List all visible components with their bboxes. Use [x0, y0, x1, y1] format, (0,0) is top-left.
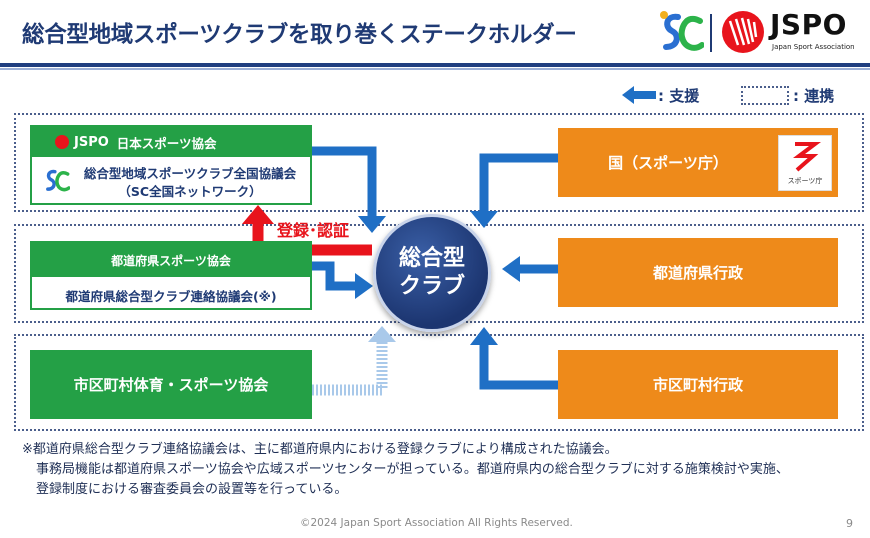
- sc-logo-icon: [660, 11, 704, 51]
- header-rule: [0, 63, 870, 67]
- legend-support-label: : 支援: [658, 87, 700, 105]
- pref-sports-block: 都道府県スポーツ協会 都道府県総合型クラブ連絡協議会(※): [30, 241, 312, 310]
- legend-collab-label: : 連携: [793, 87, 835, 105]
- arrow-jspo-to-club: [312, 146, 377, 218]
- page-title: 総合型地域スポーツクラブを取り巻くステークホルダー: [22, 22, 577, 48]
- jspo-logo-subtitle: Japan Sport Association: [772, 43, 855, 51]
- national-govt-label: 国（スポーツ庁）: [608, 154, 728, 172]
- footnote-line1: ※都道府県総合型クラブ連絡協議会は、主に都道府県内における登録クラブにより構成さ…: [22, 442, 618, 457]
- jspo-small-mark-icon: [55, 135, 69, 149]
- arrowhead-pref: [355, 273, 373, 299]
- club-circle: 総合型 クラブ: [373, 214, 491, 332]
- arrowhead-national: [470, 211, 498, 228]
- club-label-line2: クラブ: [398, 274, 465, 299]
- prefectural-admin-box: 都道府県行政: [558, 238, 838, 307]
- pref-club-council: 都道府県総合型クラブ連絡協議会(※): [65, 289, 277, 304]
- arrowhead-municipaladmin: [470, 327, 498, 345]
- page-number: 9: [846, 517, 853, 530]
- collab-row-municipal: [14, 334, 864, 431]
- arrow-pref-to-club: [312, 261, 357, 291]
- registration-arrowhead: [242, 205, 274, 224]
- arrowhead-municipal: [368, 326, 396, 342]
- collab-row-national: [14, 113, 864, 212]
- header-rule-light: [0, 68, 870, 70]
- municipal-sports-association: 市区町村体育・スポーツ協会: [30, 350, 312, 419]
- arrowhead-prefadmin: [502, 256, 520, 282]
- header-divider: [710, 14, 712, 52]
- arrow-national-to-club: [479, 153, 558, 213]
- jspo-block: JSPO 日本スポーツ協会 総合型地域スポーツクラブ全国協議会 （SC全国ネット…: [30, 125, 312, 205]
- jspo-mark-icon: [722, 11, 764, 53]
- municipal-admin-box: 市区町村行政: [558, 350, 838, 419]
- arrowhead-jspo: [358, 216, 386, 233]
- jspo-logo-text: JSPO: [770, 8, 847, 41]
- sc-national-network: （SC全国ネットワーク）: [118, 184, 262, 199]
- sc-small-logo-icon: [46, 169, 70, 192]
- collab-box-icon: [741, 86, 789, 105]
- support-arrow-icon: [622, 86, 656, 104]
- sports-agency-logo-text: スポーツ庁: [787, 177, 823, 185]
- club-label-line1: 総合型: [398, 246, 465, 271]
- jspo-org-logo-text: JSPO: [74, 134, 109, 150]
- registration-label: 登録･認証: [277, 221, 350, 240]
- jspo-org-name: 日本スポーツ協会: [116, 135, 217, 151]
- footnote-line3: 登録制度における審査委員会の設置等を行っている。: [36, 482, 348, 497]
- sports-agency-logo: スポーツ庁: [778, 135, 832, 191]
- arrow-municipaladmin-to-club: [479, 343, 558, 390]
- arrow-municipal-to-club: [312, 340, 388, 396]
- sports-agency-icon: [793, 142, 821, 172]
- pref-sports-association: 都道府県スポーツ協会: [32, 243, 310, 277]
- jspo-org-header: JSPO 日本スポーツ協会: [32, 127, 310, 157]
- footnote-line2: 事務局機能は都道府県スポーツ協会や広域スポーツセンターが担っている。都道府県内の…: [36, 462, 789, 477]
- copyright: ©2024 Japan Sport Association All Rights…: [300, 517, 573, 529]
- sc-national-council: 総合型地域スポーツクラブ全国協議会: [83, 166, 297, 181]
